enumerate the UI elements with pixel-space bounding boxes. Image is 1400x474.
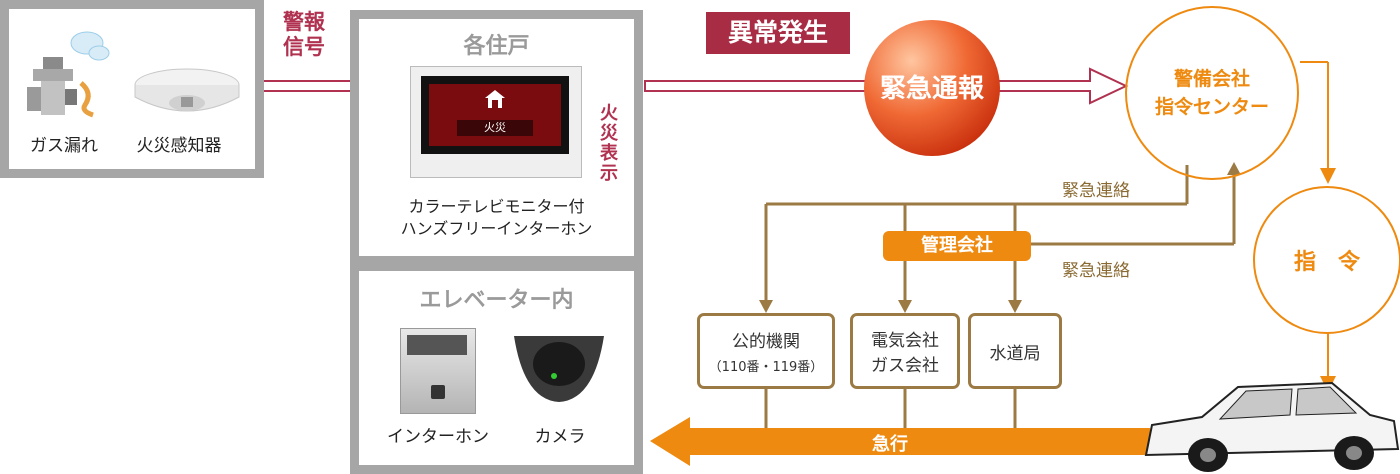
security-center-label: 警備会社 指令センター [1155,65,1269,121]
dwelling-title: 各住戸 [463,34,530,59]
rush-arrow [650,417,1150,466]
emergency-contact-label-1: 緊急連絡 [1062,181,1130,201]
intercom-icon [400,328,476,414]
command-label: 指 令 [1293,250,1360,275]
water-bureau-label: 水道局 [989,343,1041,364]
monitor-desc-line-2: ハンズフリーインターホン [400,219,593,238]
tv-monitor: 火災 [410,66,582,178]
utilities-line-1: 電気会社 [871,331,939,351]
house-icon [484,88,506,110]
camera-icon [514,330,604,410]
gas-leak-label: ガス漏れ [30,136,98,156]
emergency-contact-lines [764,165,1236,428]
sensors-panel: ガス漏れ 火災感知器 [0,0,264,178]
patrol-car-icon [1142,375,1400,474]
management-company-node: 管理会社 [883,231,1031,261]
monitor-display: 火災 [429,84,561,146]
security-center-node: 警備会社 指令センター [1125,6,1299,180]
monitor-screen: 火災 [421,76,569,154]
security-center-line-2: 指令センター [1154,96,1269,118]
intercom-speaker [407,335,467,355]
intercom-button [431,385,445,399]
fire-detector-icon [134,68,240,112]
elevator-title: エレベーター内 [419,288,574,313]
anomaly-badge: 異常発生 [706,12,850,54]
monitor-description: カラーテレビモニター付 ハンズフリーインターホン [355,196,638,240]
fire-screen-label: 火災 [457,120,533,136]
emergency-ball [864,20,1000,156]
emergency-contact-label-2: 緊急連絡 [1062,261,1130,281]
rush-label: 急行 [872,434,908,455]
security-center-line-1: 警備会社 [1173,68,1250,90]
alarm-signal-line-1: 警報 [283,10,325,34]
intercom-label: インターホン [387,427,489,447]
fire-detector-label: 火災感知器 [136,136,222,156]
dispatch-lines [1300,61,1329,378]
public-agencies-line-1: 公的機関 [732,332,800,352]
fire-display-label: 火災表示 [600,103,618,184]
public-agencies-node: 公的機関 （110番・119番） [697,313,835,389]
alarm-signal-line-2: 信号 [283,35,325,59]
monitor-desc-line-1: カラーテレビモニター付 [408,197,585,216]
utilities-node: 電気会社 ガス会社 [850,313,960,389]
water-bureau-node: 水道局 [968,313,1062,389]
camera-label: カメラ [534,427,586,447]
emergency-report-label: 緊急通報 [879,74,984,104]
utilities-line-2: ガス会社 [871,356,939,376]
command-node: 指 令 [1253,186,1400,334]
alarm-signal-label: 警報 信号 [283,10,325,60]
public-agencies-line-2: （110番・119番） [708,360,824,375]
gas-leak-icon [27,31,110,118]
